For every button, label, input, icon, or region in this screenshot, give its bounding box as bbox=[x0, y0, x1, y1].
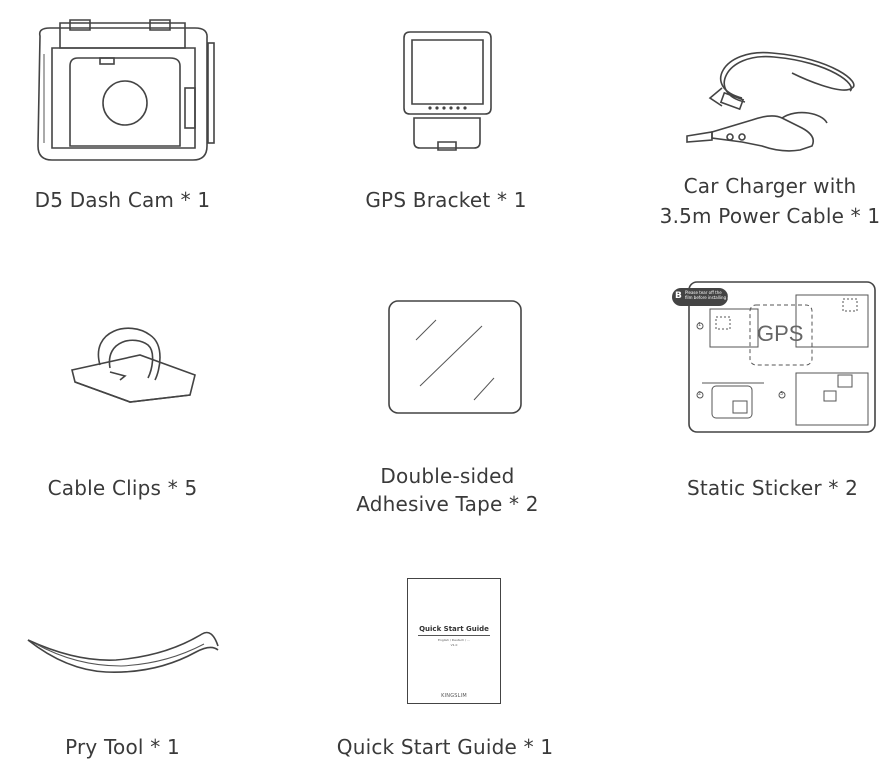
adhesive-tape-label: Double-sided Adhesive Tape * 2 bbox=[335, 462, 560, 518]
static-sticker-illustration: B Please tear off the film before instal… bbox=[672, 281, 876, 433]
guide-brand: KINGSLIM bbox=[441, 693, 467, 699]
dash-cam-label: D5 Dash Cam * 1 bbox=[34, 188, 211, 212]
guide-divider bbox=[418, 635, 490, 636]
sticker-note: Please tear off the film before installi… bbox=[685, 290, 730, 300]
cable-clips-illustration bbox=[71, 327, 196, 403]
car-charger-illustration bbox=[686, 51, 855, 152]
sticker-step-2: 2 bbox=[698, 391, 702, 397]
pry-tool-illustration bbox=[27, 631, 219, 673]
cable-clips-label: Cable Clips * 5 bbox=[47, 476, 198, 500]
sticker-note-line2: film before installing it bbox=[685, 295, 731, 300]
guide-subtitle: English / Deutsch / ... bbox=[438, 638, 470, 642]
static-sticker-label: Static Sticker * 2 bbox=[686, 476, 859, 500]
guide-title: Quick Start Guide bbox=[419, 625, 489, 633]
gps-bracket-illustration bbox=[403, 31, 492, 151]
quick-start-guide-booklet: Quick Start Guide English / Deutsch / ..… bbox=[407, 578, 501, 704]
car-charger-label-line1: Car Charger with bbox=[683, 174, 857, 198]
sticker-step-3: 3 bbox=[780, 391, 784, 397]
car-charger-label-line2: 3.5m Power Cable * 1 bbox=[659, 204, 881, 228]
adhesive-tape-illustration bbox=[388, 300, 522, 414]
pry-tool-label: Pry Tool * 1 bbox=[65, 735, 180, 759]
car-charger-label: Car Charger with 3.5m Power Cable * 1 bbox=[650, 172, 890, 230]
sticker-gps-text: GPS bbox=[757, 321, 804, 346]
sticker-badge: B bbox=[675, 291, 682, 301]
guide-version: V1.0 bbox=[450, 643, 458, 647]
sticker-step-1: 1 bbox=[698, 322, 702, 328]
dash-cam-illustration bbox=[37, 19, 215, 161]
gps-bracket-label: GPS Bracket * 1 bbox=[365, 188, 527, 212]
adhesive-tape-label-line1: Double-sided bbox=[380, 464, 515, 488]
sticker-note-line1: Please tear off the bbox=[685, 290, 722, 295]
quick-start-guide-label: Quick Start Guide * 1 bbox=[336, 735, 554, 759]
adhesive-tape-label-line2: Adhesive Tape * 2 bbox=[356, 492, 539, 516]
